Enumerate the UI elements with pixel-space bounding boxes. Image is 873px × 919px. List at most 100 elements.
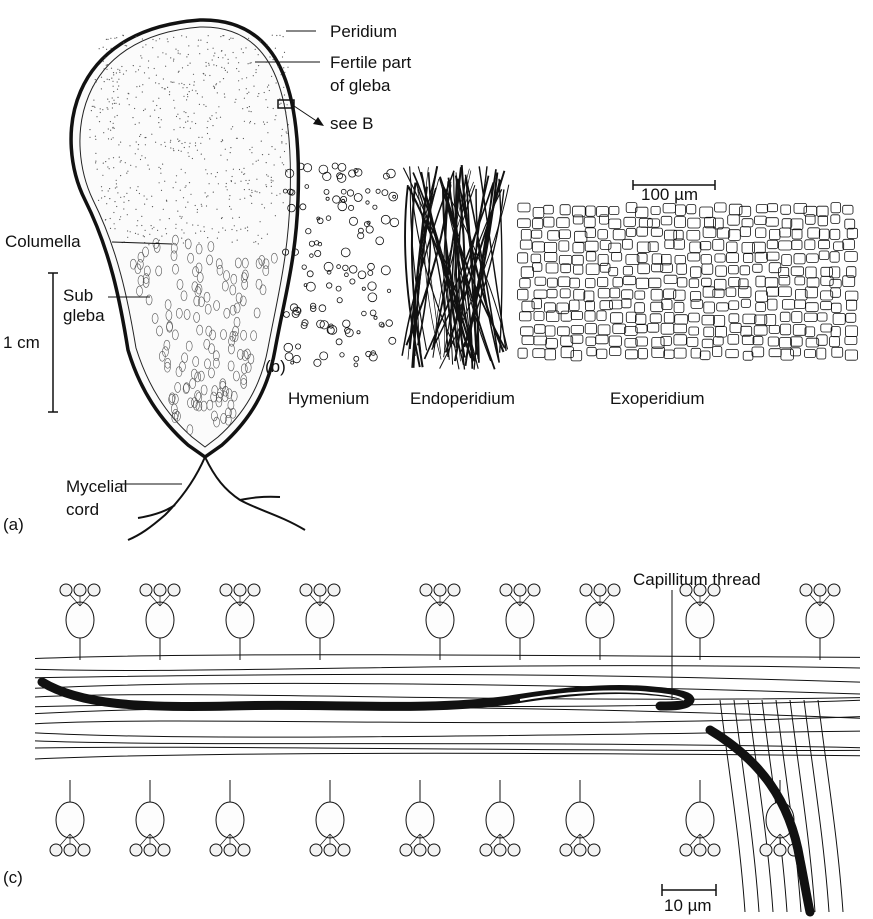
exoperidium-cell	[715, 327, 726, 338]
exoperidium-cell	[585, 324, 596, 334]
hymenium-spore	[345, 273, 349, 277]
exoperidium-cell	[598, 288, 610, 298]
stipple-dot	[258, 65, 259, 66]
hymenium-spore	[338, 163, 346, 171]
exoperidium-cell	[560, 289, 570, 298]
stipple-dot	[188, 152, 189, 153]
stipple-dot	[245, 228, 246, 229]
basidiospore	[434, 584, 446, 596]
stipple-dot	[166, 233, 167, 234]
stipple-dot	[112, 81, 113, 82]
stipple-dot	[264, 124, 265, 125]
stipple-dot	[108, 190, 109, 191]
stipple-dot	[205, 169, 206, 170]
stipple-dot	[283, 87, 284, 88]
stipple-dot	[119, 104, 120, 105]
stipple-dot	[133, 65, 134, 66]
stipple-dot	[113, 74, 114, 75]
stipple-dot	[152, 39, 153, 40]
stipple-dot	[95, 162, 96, 163]
stipple-dot	[207, 133, 208, 134]
stipple-dot	[107, 166, 108, 167]
stipple-dot	[106, 39, 107, 40]
stipple-dot	[163, 78, 164, 79]
stipple-dot	[142, 47, 143, 48]
exoperidium-cell	[741, 299, 750, 307]
hyphal-strand	[35, 666, 860, 671]
stipple-dot	[271, 177, 272, 178]
stipple-dot	[198, 137, 199, 138]
stipple-dot	[169, 218, 170, 219]
stipple-dot	[117, 89, 118, 90]
stipple-dot	[183, 197, 184, 198]
exoperidium-cell	[778, 287, 791, 297]
exoperidium-cell	[586, 337, 596, 346]
stipple-dot	[259, 192, 260, 193]
stipple-dot	[95, 79, 96, 80]
exoperidium-cell	[700, 351, 710, 360]
exoperidium-cell	[623, 266, 632, 275]
stipple-dot	[253, 75, 254, 76]
stipple-dot	[95, 136, 96, 137]
stipple-dot	[246, 88, 247, 89]
exoperidium-cell	[779, 241, 792, 250]
exoperidium-cell	[520, 312, 532, 321]
exoperidium-cell	[652, 254, 662, 264]
stipple-dot	[186, 56, 187, 57]
stipple-dot	[254, 123, 255, 124]
exoperidium-cell	[626, 312, 636, 322]
exoperidium-cell	[675, 255, 685, 264]
stipple-dot	[204, 158, 205, 159]
stipple-dot	[178, 141, 179, 142]
stipple-dot	[181, 229, 182, 230]
exoperidium-cell	[638, 264, 650, 274]
exoperidium-cell	[544, 253, 557, 262]
hymenium-spore	[326, 197, 329, 200]
stipple-dot	[138, 234, 139, 235]
stipple-dot	[189, 143, 190, 144]
stipple-dot	[271, 193, 272, 194]
stipple-dot	[258, 54, 259, 55]
stipple-dot	[217, 238, 218, 239]
exoperidium-cell	[831, 215, 840, 224]
stipple-dot	[250, 121, 251, 122]
stipple-dot	[120, 161, 121, 162]
stipple-dot	[101, 88, 102, 89]
exoperidium-cell	[625, 339, 637, 348]
stipple-dot	[210, 119, 211, 120]
hymenium-spore	[387, 289, 390, 292]
stipple-dot	[274, 119, 275, 120]
stipple-dot	[149, 78, 150, 79]
stipple-dot	[158, 83, 159, 84]
stipple-dot	[228, 59, 229, 60]
hymenium-spore	[376, 237, 384, 245]
label-hymenium: Hymenium	[288, 389, 369, 409]
stipple-dot	[248, 92, 249, 93]
stipple-dot	[116, 180, 117, 181]
label-columella: Columella	[5, 232, 81, 252]
stipple-dot	[186, 222, 187, 223]
stipple-dot	[178, 150, 179, 151]
exoperidium-cell	[674, 324, 687, 333]
exoperidium-cell	[843, 205, 853, 214]
stipple-dot	[232, 38, 233, 39]
exoperidium-cell	[687, 230, 700, 240]
stipple-dot	[148, 60, 149, 61]
stipple-dot	[185, 112, 186, 113]
stipple-dot	[127, 230, 128, 231]
stipple-dot	[145, 144, 146, 145]
exoperidium-cell	[585, 311, 595, 321]
stipple-dot	[255, 191, 256, 192]
stipple-dot	[207, 195, 208, 196]
stipple-dot	[141, 225, 142, 226]
stipple-dot	[150, 116, 151, 117]
stipple-dot	[231, 209, 232, 210]
stipple-dot	[283, 164, 284, 165]
stipple-dot	[129, 145, 130, 146]
exoperidium-cell	[805, 327, 815, 337]
stipple-dot	[166, 200, 167, 201]
stipple-dot	[138, 69, 139, 70]
stipple-dot	[239, 169, 240, 170]
exoperidium-cell	[571, 311, 582, 319]
hymenium-spore	[376, 189, 380, 193]
